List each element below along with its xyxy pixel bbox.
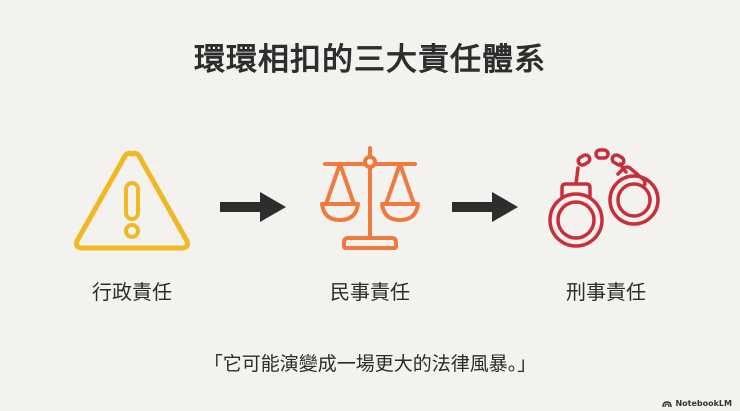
- step-label-civil: 民事責任: [330, 280, 410, 304]
- brand-watermark: NotebookLM: [662, 399, 732, 408]
- arrow-right-icon: [452, 192, 518, 222]
- scales-of-justice-icon: [320, 146, 420, 250]
- warning-triangle-icon: [74, 150, 190, 251]
- arrow-right-icon: [220, 192, 286, 222]
- brand-label: NotebookLM: [675, 399, 732, 408]
- step-label-criminal: 刑事責任: [566, 280, 646, 304]
- notebooklm-logo-icon: [662, 400, 673, 407]
- page-title: 環環相扣的三大責任體系: [194, 42, 546, 78]
- quote-text: 「它可能演變成一場更大的法律風暴。」: [203, 353, 537, 375]
- handcuffs-icon: [548, 148, 660, 248]
- step-label-administrative: 行政責任: [92, 280, 172, 304]
